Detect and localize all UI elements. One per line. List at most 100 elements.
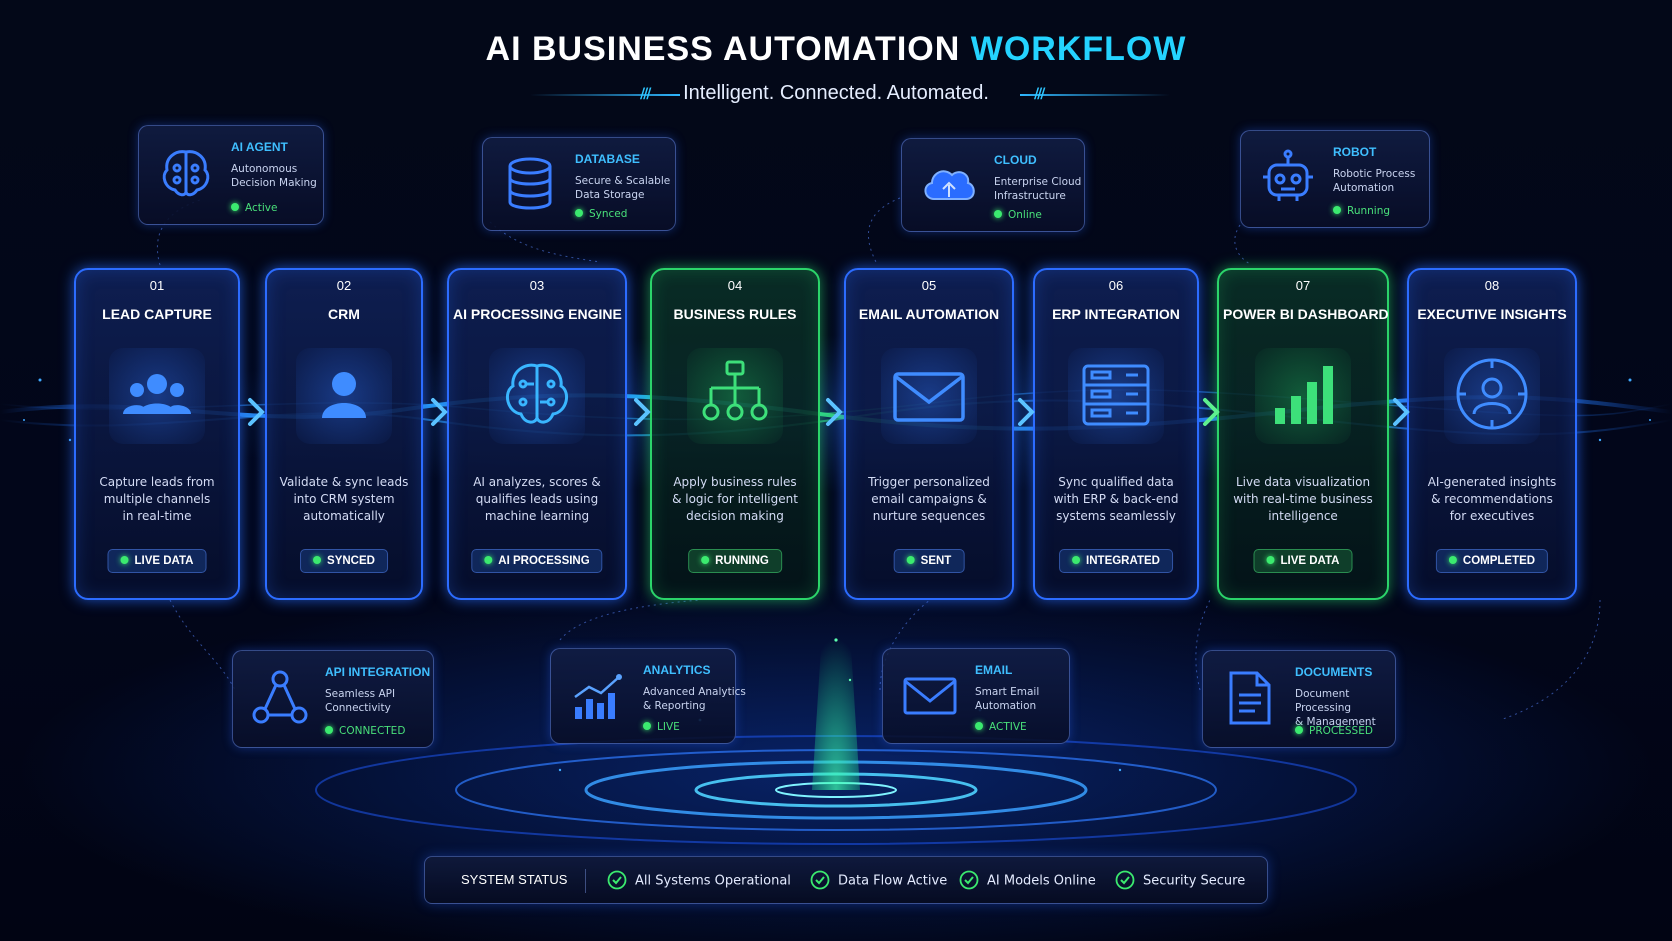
card-status: LIVE: [643, 721, 680, 733]
check-circle-icon: [607, 870, 627, 890]
card-title: EMAIL: [975, 663, 1013, 677]
envelope-icon: [881, 348, 977, 444]
status-badge: AI PROCESSING: [471, 549, 603, 573]
ai-agent-brain-icon: [153, 140, 219, 206]
step-number: 07: [1295, 278, 1311, 293]
card-title: ANALYTICS: [643, 663, 711, 677]
step-title: CRM: [328, 306, 360, 322]
status-dot-icon: [1295, 726, 1303, 734]
status-dot-icon: [1448, 555, 1457, 564]
step-number: 05: [921, 278, 937, 293]
step-card-ai-processing-engine: 03 AI PROCESSING ENGINE AI analyzes, sco…: [447, 268, 627, 600]
card-status: CONNECTED: [325, 725, 405, 737]
card-status: Active: [231, 202, 277, 214]
status-dot-icon: [906, 555, 915, 564]
card-title: ROBOT: [1333, 145, 1377, 159]
status-dot-icon: [643, 722, 651, 730]
status-dot-icon: [313, 555, 322, 564]
system-status-label: SYSTEM STATUS: [461, 872, 568, 887]
card-desc: Advanced Analytics& Reporting: [643, 686, 746, 712]
card-title: CLOUD: [994, 153, 1037, 167]
status-divider: [585, 869, 586, 893]
card-status: Synced: [575, 208, 627, 220]
cloud-icon: [916, 153, 982, 219]
server-icon: [1068, 348, 1164, 444]
step-title: EXECUTIVE INSIGHTS: [1417, 306, 1567, 322]
status-dot-icon: [484, 555, 493, 564]
step-number: 08: [1484, 278, 1500, 293]
users-icon: [109, 348, 205, 444]
step-number: 03: [529, 278, 545, 293]
analytics-chart-icon: [565, 663, 631, 729]
step-card-power-bi-dashboard: 07 POWER BI DASHBOARD Live data visualiz…: [1217, 268, 1389, 600]
step-description: AI analyzes, scores &qualifies leads usi…: [473, 475, 601, 523]
status-dot-icon: [701, 555, 710, 564]
check-circle-icon: [959, 870, 979, 890]
bar-chart-icon: [1255, 348, 1351, 444]
card-status: Running: [1333, 205, 1390, 217]
step-title: LEAD CAPTURE: [102, 306, 212, 322]
step-number: 01: [149, 278, 165, 293]
executive-icon: [1444, 348, 1540, 444]
status-dot-icon: [1333, 206, 1341, 214]
brain-icon: [489, 348, 585, 444]
step-title: EMAIL AUTOMATION: [858, 306, 1000, 322]
status-dot-icon: [975, 722, 983, 730]
bottom-card-analytics: ANALYTICS Advanced Analytics& Reporting …: [550, 648, 746, 744]
title-accent: WORKFLOW: [970, 30, 1187, 68]
status-item-data-flow: Data Flow Active: [810, 870, 947, 891]
status-dot-icon: [1072, 555, 1081, 564]
subtitle-chevron-left-icon: ///: [640, 86, 651, 102]
status-badge: LIVE DATA: [1253, 549, 1353, 573]
email-icon: [897, 663, 963, 729]
page-title: AI BUSINESS AUTOMATION WORKFLOW: [0, 30, 1672, 69]
card-status: ACTIVE: [975, 721, 1027, 733]
card-title: DATABASE: [575, 152, 640, 166]
status-badge: RUNNING: [688, 549, 782, 573]
step-card-executive-insights: 08 EXECUTIVE INSIGHTS AI-generated insig…: [1407, 268, 1577, 600]
card-title: DOCUMENTS: [1295, 665, 1373, 679]
step-title: AI PROCESSING ENGINE: [453, 306, 622, 322]
status-dot-icon: [120, 555, 129, 564]
step-number: 02: [336, 278, 352, 293]
status-item-ai-models: AI Models Online: [959, 870, 1096, 891]
check-circle-icon: [810, 870, 830, 890]
card-status: Online: [994, 209, 1042, 221]
status-item-systems: All Systems Operational: [607, 870, 791, 891]
status-dot-icon: [231, 203, 239, 211]
document-icon: [1217, 665, 1283, 731]
status-dot-icon: [994, 210, 1002, 218]
card-title: AI AGENT: [231, 140, 288, 154]
card-desc: Document Processing& Management: [1295, 688, 1376, 728]
status-dot-icon: [575, 209, 583, 217]
hierarchy-icon: [687, 348, 783, 444]
card-status: PROCESSED: [1295, 725, 1373, 737]
step-card-email-automation: 05 EMAIL AUTOMATION Trigger personalized…: [844, 268, 1014, 600]
status-badge: SYNCED: [300, 549, 388, 573]
step-title: BUSINESS RULES: [673, 306, 797, 322]
card-title: API INTEGRATION: [325, 665, 431, 679]
status-dot-icon: [1266, 555, 1275, 564]
status-dot-icon: [325, 726, 333, 734]
check-circle-icon: [1115, 870, 1135, 890]
status-badge: INTEGRATED: [1059, 549, 1173, 573]
